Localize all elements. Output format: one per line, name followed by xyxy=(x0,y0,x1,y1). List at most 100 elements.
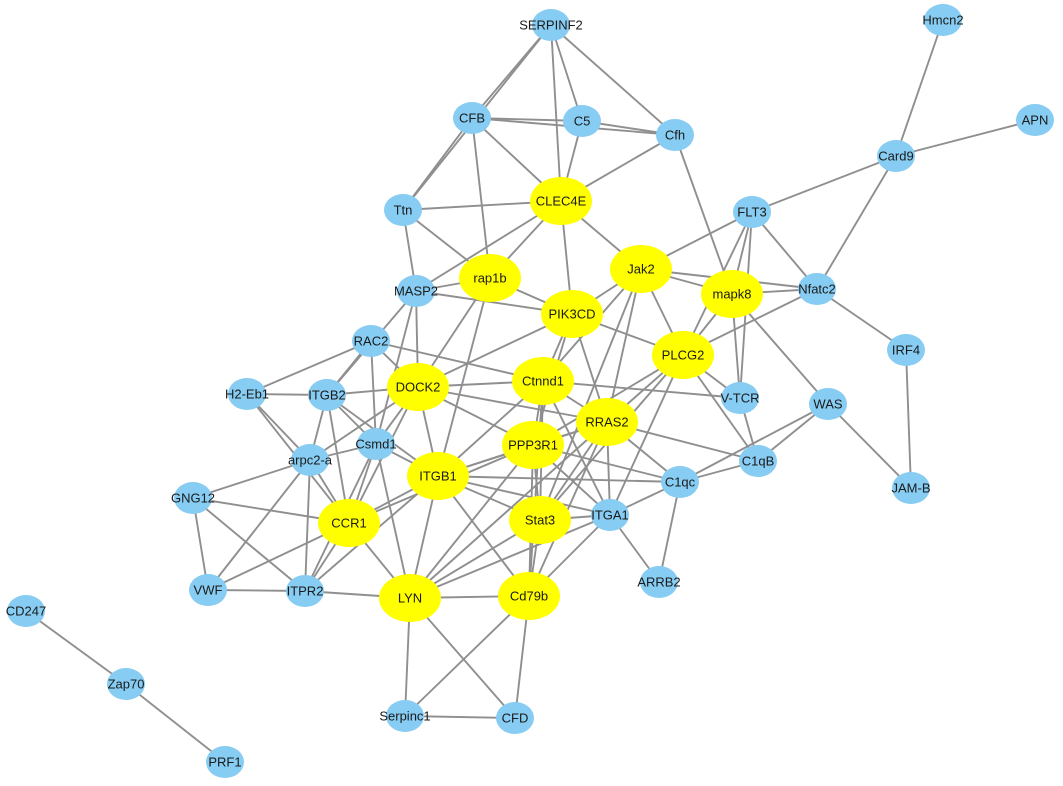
node-c1qb-shape xyxy=(739,445,777,477)
node-masp2-shape xyxy=(397,275,435,307)
node-vwf[interactable]: VWF xyxy=(189,574,227,606)
edge-DOCK2-RRAS2 xyxy=(417,386,608,423)
node-itga1-label: ITGA1 xyxy=(591,508,629,523)
node-mapk8[interactable]: mapk8 xyxy=(701,270,763,318)
node-lyn-shape xyxy=(379,574,441,622)
node-nfatc2[interactable]: Nfatc2 xyxy=(798,273,836,305)
node-cd79b-label: Cd79b xyxy=(510,589,548,604)
node-plcg2-shape xyxy=(652,331,714,379)
node-card9[interactable]: Card9 xyxy=(877,140,915,172)
node-c1qc-shape xyxy=(661,466,699,498)
node-clec4e[interactable]: CLEC4E xyxy=(530,177,592,225)
node-pik3cd[interactable]: PIK3CD xyxy=(541,290,603,338)
edge-RAC2-Csmd1 xyxy=(370,340,377,445)
node-was-label: WAS xyxy=(813,397,842,412)
node-itgb1[interactable]: ITGB1 xyxy=(407,452,469,500)
node-clec4e-label: CLEC4E xyxy=(536,194,587,209)
node-card9-shape xyxy=(877,140,915,172)
node-csmd1[interactable]: Csmd1 xyxy=(355,428,397,460)
node-v-tcr[interactable]: V-TCR xyxy=(721,382,760,414)
node-jam-b-shape xyxy=(892,472,930,504)
node-v-tcr-shape xyxy=(721,382,759,414)
edge-Card9-FLT3 xyxy=(751,155,897,213)
node-ctnnd1[interactable]: Ctnnd1 xyxy=(512,357,574,405)
node-stat3[interactable]: Stat3 xyxy=(509,496,571,544)
node-cfb[interactable]: CFB xyxy=(453,102,491,134)
node-rras2-label: RRAS2 xyxy=(585,415,628,430)
node-c1qb[interactable]: C1qB xyxy=(739,445,777,477)
node-dock2[interactable]: DOCK2 xyxy=(387,363,449,411)
node-arrb2-label: ARRB2 xyxy=(637,575,680,590)
node-itga1[interactable]: ITGA1 xyxy=(591,499,629,531)
node-rras2[interactable]: RRAS2 xyxy=(576,398,638,446)
node-apn[interactable]: APN xyxy=(1016,104,1054,136)
node-stat3-shape xyxy=(509,496,571,544)
node-ccr1-shape xyxy=(318,499,380,547)
node-itgb1-label: ITGB1 xyxy=(419,469,457,484)
node-ttn[interactable]: Ttn xyxy=(384,194,422,226)
node-flt3[interactable]: FLT3 xyxy=(733,196,771,228)
node-itgb2[interactable]: ITGB2 xyxy=(308,379,346,411)
edge-SERPINF2-CLEC4E xyxy=(550,24,562,202)
node-zap70[interactable]: Zap70 xyxy=(107,668,145,700)
node-ppp3r1[interactable]: PPP3R1 xyxy=(502,421,564,469)
edge-Nfatc2-IRF4 xyxy=(816,288,907,351)
node-jak2[interactable]: Jak2 xyxy=(610,245,672,293)
node-gng12[interactable]: GNG12 xyxy=(171,482,215,514)
node-plcg2-label: PLCG2 xyxy=(662,348,705,363)
edge-IRF4-JAM-B xyxy=(905,349,912,489)
node-arrb2[interactable]: ARRB2 xyxy=(637,566,681,598)
node-ctnnd1-label: Ctnnd1 xyxy=(522,374,564,389)
node-rac2[interactable]: RAC2 xyxy=(352,325,390,357)
node-dock2-label: DOCK2 xyxy=(396,380,441,395)
node-arpc2-a-shape xyxy=(291,444,329,476)
edge-MASP2-Csmd1 xyxy=(375,290,417,445)
node-hmcn2[interactable]: Hmcn2 xyxy=(922,4,964,36)
edge-Hmcn2-Card9 xyxy=(895,19,944,157)
node-jam-b[interactable]: JAM-B xyxy=(892,472,931,504)
node-serpinc1[interactable]: Serpinc1 xyxy=(379,700,431,732)
edge-rap1b-ITGB1 xyxy=(437,277,491,477)
node-cfd-label: CFD xyxy=(502,711,529,726)
edge-Ctnnd1-V-TCR xyxy=(542,380,741,399)
node-arpc2-a[interactable]: arpc2-a xyxy=(288,444,333,476)
node-prf1-shape xyxy=(206,746,244,778)
node-itgb2-shape xyxy=(308,379,346,411)
node-csmd1-label: Csmd1 xyxy=(355,437,396,452)
node-cfd[interactable]: CFD xyxy=(496,702,534,734)
edge-Csmd1-LYN xyxy=(375,443,411,599)
node-itga1-shape xyxy=(591,499,629,531)
node-irf4-label: IRF4 xyxy=(892,343,920,358)
node-mapk8-label: mapk8 xyxy=(712,287,751,302)
node-rap1b[interactable]: rap1b xyxy=(459,254,521,302)
edge-APN-Card9 xyxy=(895,119,1036,157)
node-cd247[interactable]: CD247 xyxy=(6,595,46,627)
node-ccr1-label: CCR1 xyxy=(331,516,366,531)
node-dock2-shape xyxy=(387,363,449,411)
node-arrb2-shape xyxy=(640,566,678,598)
node-c5[interactable]: C5 xyxy=(563,105,601,137)
node-irf4[interactable]: IRF4 xyxy=(887,334,925,366)
node-h2-eb1[interactable]: H2-Eb1 xyxy=(225,378,269,410)
node-serpinf2-label: SERPINF2 xyxy=(519,18,583,33)
node-ttn-shape xyxy=(384,194,422,226)
edge-RRAS2-Cd79b xyxy=(528,421,608,597)
node-itpr2[interactable]: ITPR2 xyxy=(286,575,324,607)
node-ctnnd1-shape xyxy=(512,357,574,405)
node-zap70-shape xyxy=(107,668,145,700)
node-cfd-shape xyxy=(496,702,534,734)
node-lyn[interactable]: LYN xyxy=(379,574,441,622)
node-was[interactable]: WAS xyxy=(809,388,847,420)
node-cd79b[interactable]: Cd79b xyxy=(498,572,560,620)
node-masp2-label: MASP2 xyxy=(394,284,438,299)
node-cfh[interactable]: Cfh xyxy=(656,119,694,151)
node-rap1b-label: rap1b xyxy=(473,271,506,286)
node-cd247-label: CD247 xyxy=(6,604,46,619)
node-plcg2[interactable]: PLCG2 xyxy=(652,331,714,379)
node-prf1-label: PRF1 xyxy=(208,755,241,770)
node-c1qc[interactable]: C1qc xyxy=(661,466,699,498)
node-ccr1[interactable]: CCR1 xyxy=(318,499,380,547)
node-masp2[interactable]: MASP2 xyxy=(394,275,438,307)
node-serpinf2[interactable]: SERPINF2 xyxy=(519,9,583,41)
node-prf1[interactable]: PRF1 xyxy=(206,746,244,778)
